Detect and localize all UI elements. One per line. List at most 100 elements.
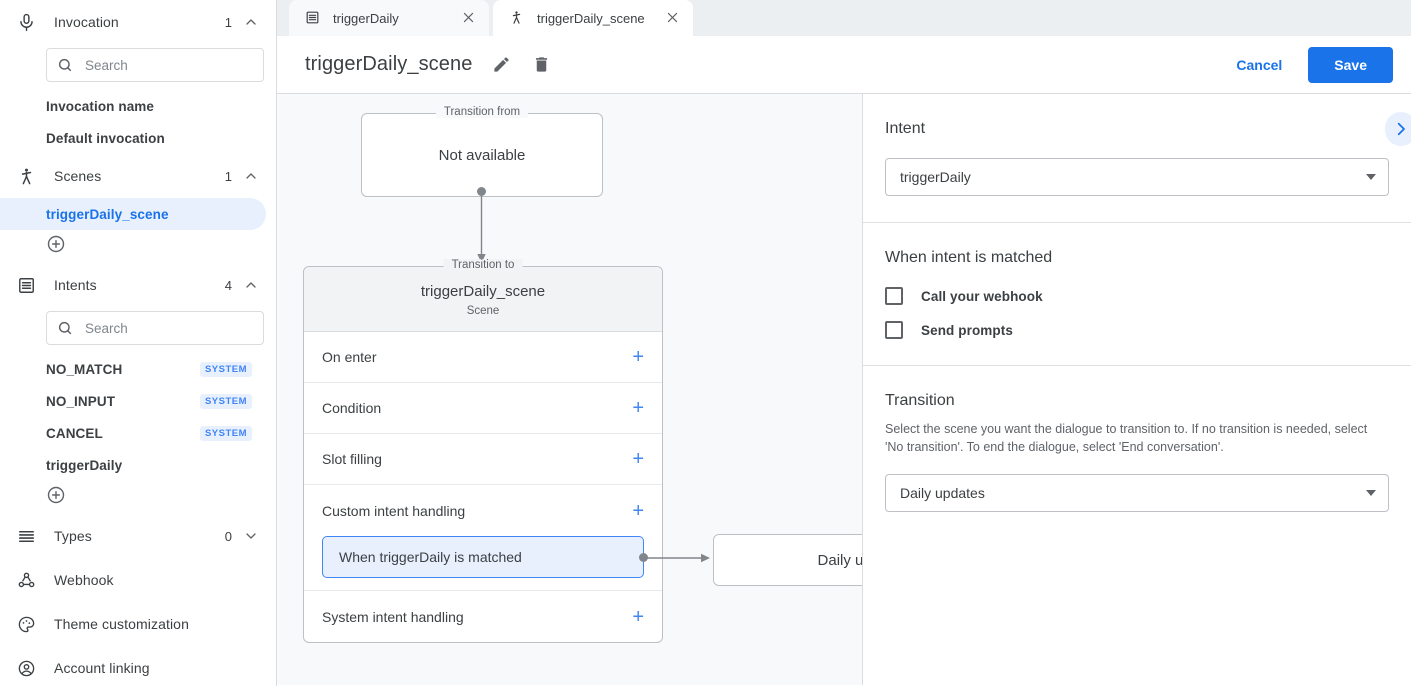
when-intent-matched-title: When intent is matched [885, 249, 1053, 266]
sidebar-item-label: Default invocation [46, 130, 165, 146]
page-title: triggerDaily_scene [305, 53, 473, 75]
transition-section: Transition Select the scene you want the… [863, 366, 1411, 538]
scene-card[interactable]: Transition to triggerDaily_scene Scene O… [303, 259, 663, 643]
call-your-webhook-row[interactable]: Call your webhook [885, 287, 1389, 305]
transition-select-value: Daily updates [900, 485, 985, 502]
transition-target-value: Daily updates [817, 551, 863, 569]
account-circle-icon [14, 656, 38, 680]
transition-from-legend: Transition from [435, 106, 529, 118]
sidebar-group-count: 4 [224, 277, 232, 293]
transition-select[interactable]: Daily updates [885, 474, 1389, 513]
add-circle-icon[interactable] [46, 486, 66, 509]
scene-row-slot-filling[interactable]: Slot filling + [304, 434, 662, 485]
sidebar-item-account-linking[interactable]: Account linking [0, 646, 276, 686]
scene-card-title: triggerDaily_scene [420, 283, 546, 300]
transition-from-card[interactable]: Transition from Not available [361, 106, 603, 197]
when-intent-matched-section: When intent is matched Call your webhook… [863, 223, 1411, 366]
intent-section-title: Intent [885, 120, 926, 137]
add-icon[interactable]: + [632, 448, 644, 470]
scene-card-header: triggerDaily_scene Scene [304, 267, 662, 332]
types-icon [14, 524, 38, 548]
intent-handler-label: When triggerDaily is matched [339, 549, 522, 565]
sidebar-item-label: Account linking [54, 660, 150, 676]
transition-section-description: Select the scene you want the dialogue t… [885, 422, 1368, 455]
main-area: triggerDaily triggerDaily_scene [277, 0, 1411, 686]
scene-graph-canvas[interactable]: Transition from Not available Transition… [277, 94, 863, 685]
sidebar-item-label: triggerDaily [46, 457, 123, 473]
sidebar-item-default-invocation[interactable]: Default invocation [0, 122, 266, 154]
page-header: triggerDaily_scene Cancel Save [277, 36, 1411, 94]
scene-card-subtitle: Scene [466, 305, 500, 317]
sidebar-group-scenes[interactable]: Scenes 1 [0, 154, 276, 198]
scene-row-label: Condition [322, 400, 382, 416]
chevron-up-icon[interactable] [242, 167, 260, 185]
sidebar-item-label: CANCEL [46, 425, 103, 441]
sidebar-item-label: NO_INPUT [46, 393, 116, 409]
sidebar-item-invocation-name[interactable]: Invocation name [0, 90, 266, 122]
chevron-up-icon[interactable] [242, 276, 260, 294]
sidebar-group-types[interactable]: Types 0 [0, 514, 276, 558]
send-prompts-label: Send prompts [921, 322, 1013, 338]
intent-handler-chip[interactable]: When triggerDaily is matched [322, 536, 648, 578]
add-icon[interactable]: + [632, 397, 644, 419]
add-intent-row [0, 481, 276, 514]
add-circle-icon[interactable] [46, 235, 66, 258]
sidebar-item-label: Theme customization [54, 616, 189, 632]
intent-select-value: triggerDaily [900, 169, 971, 185]
sidebar-item-label: Webhook [54, 572, 114, 588]
sidebar-item-webhook[interactable]: Webhook [0, 558, 276, 602]
scene-row-custom-intent-handling[interactable]: Custom intent handling + [304, 485, 662, 536]
sidebar-group-label: Invocation [54, 14, 119, 30]
add-icon[interactable]: + [632, 605, 644, 628]
tab-label: triggerDaily [333, 10, 399, 26]
sidebar-item-cancel[interactable]: CANCEL SYSTEM [0, 417, 266, 449]
webhook-icon [14, 568, 38, 592]
send-prompts-row[interactable]: Send prompts [885, 321, 1389, 339]
sidebar-item-label: Invocation name [46, 98, 155, 114]
sidebar-group-invocation[interactable]: Invocation 1 [0, 0, 276, 44]
save-button[interactable]: Save [1308, 46, 1393, 83]
sidebar-group-label: Intents [54, 277, 97, 293]
intents-search-box[interactable] [46, 311, 264, 345]
scene-row-system-intent-handling[interactable]: System intent handling + [304, 591, 662, 642]
scene-row-condition[interactable]: Condition + [304, 383, 662, 434]
close-icon[interactable] [461, 10, 477, 26]
sidebar-item-theme-customization[interactable]: Theme customization [0, 602, 276, 646]
cancel-button[interactable]: Cancel [1222, 49, 1296, 81]
intents-icon [305, 10, 321, 26]
tabstrip: triggerDaily triggerDaily_scene [277, 0, 1411, 36]
transition-from-value: Not available [438, 146, 526, 164]
properties-panel: Intent triggerDaily When intent is match… [863, 94, 1411, 685]
chevron-right-icon[interactable] [1385, 112, 1411, 146]
microphone-icon [14, 10, 38, 34]
sidebar-group-intents[interactable]: Intents 4 [0, 263, 276, 307]
edit-pencil-icon[interactable] [490, 54, 512, 76]
status-badge: SYSTEM [199, 361, 252, 377]
close-icon[interactable] [665, 10, 681, 26]
call-your-webhook-checkbox[interactable] [885, 287, 903, 305]
tab-triggerdaily-scene[interactable]: triggerDaily_scene [493, 0, 693, 36]
invocation-search-box[interactable] [46, 48, 264, 82]
intent-select[interactable]: triggerDaily [885, 158, 1389, 196]
chevron-up-icon[interactable] [242, 13, 260, 31]
sidebar-item-triggerdaily-scene[interactable]: triggerDaily_scene [0, 198, 266, 230]
tab-triggerdaily[interactable]: triggerDaily [289, 0, 489, 36]
body-split: Transition from Not available Transition… [277, 94, 1411, 685]
sidebar-group-count: 1 [224, 14, 232, 30]
send-prompts-checkbox[interactable] [885, 321, 903, 339]
delete-trash-icon[interactable] [530, 54, 552, 76]
transition-target-card[interactable]: Transition to Daily updates [713, 534, 863, 586]
add-icon[interactable]: + [632, 499, 644, 522]
sidebar-item-no-match[interactable]: NO_MATCH SYSTEM [0, 353, 266, 385]
scene-row-on-enter[interactable]: On enter + [304, 332, 662, 383]
chevron-down-icon[interactable] [242, 527, 260, 545]
sidebar-item-triggerdaily[interactable]: triggerDaily [0, 449, 266, 481]
transition-section-title: Transition [885, 392, 955, 409]
intents-search-input[interactable] [83, 319, 253, 337]
invocation-search-input[interactable] [83, 56, 253, 74]
sidebar-item-no-input[interactable]: NO_INPUT SYSTEM [0, 385, 266, 417]
connector-arrow-right [647, 553, 710, 563]
intents-search-wrap [0, 307, 276, 353]
add-icon[interactable]: + [632, 346, 644, 368]
chevron-down-icon [1366, 490, 1376, 497]
